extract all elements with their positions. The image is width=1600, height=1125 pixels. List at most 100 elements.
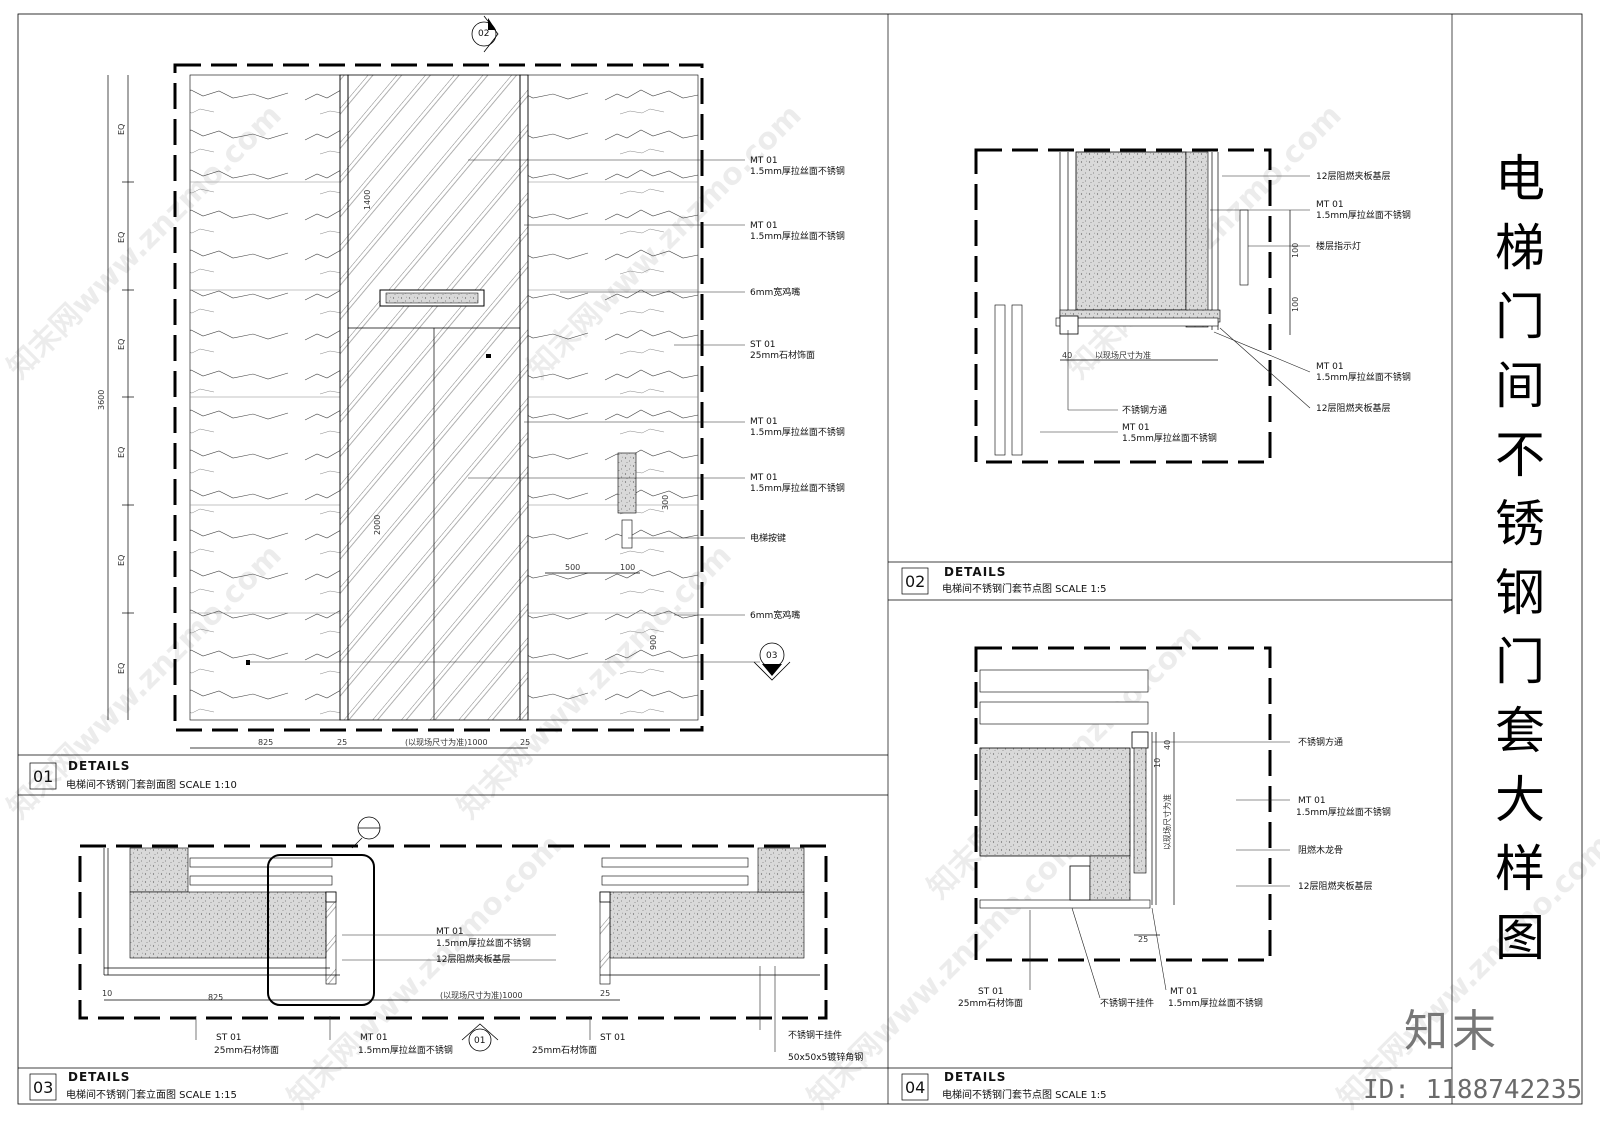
label-text: 1.5mm厚拉丝面不锈钢 (1296, 806, 1391, 818)
watermark: 知末网www.znzmo.com (281, 828, 569, 1116)
label-text: 电梯按键 (750, 532, 786, 544)
panel-subtitle: 电梯间不锈钢门套立面图 SCALE 1:15 (66, 1088, 237, 1101)
watermark: 知末网www.znzmo.com (1331, 828, 1600, 1116)
label-text: 1.5mm厚拉丝面不锈钢 (1316, 209, 1411, 221)
label-code: ST 01 (750, 340, 776, 350)
height-2000-dimension: 2000 (373, 515, 382, 535)
title-char: 套 (1495, 702, 1545, 760)
panel-number: 01 (33, 767, 53, 786)
height-300-dimension: 300 (661, 495, 670, 510)
label-text: 1.5mm厚拉丝面不锈钢 (358, 1044, 453, 1056)
label-text: 25mm石材饰面 (958, 997, 1023, 1009)
eq-dimension: EQ (117, 232, 126, 243)
label-text: 12层阻燃夹板基层 (1298, 880, 1372, 892)
label-text: 1.5mm厚拉丝面不锈钢 (1168, 997, 1263, 1009)
total-height-dimension: 3600 (97, 390, 106, 410)
panel-subtitle: 电梯间不锈钢门套剖面图 SCALE 1:10 (66, 778, 237, 791)
panel-01-labels: MT 01 1.5mm厚拉丝面不锈钢 MT 01 1.5mm厚拉丝面不锈钢 6m… (468, 156, 845, 621)
panel-01-section: EQ EQ EQ EQ EQ EQ 3600 1400 2000 900 300… (29, 15, 845, 791)
label-text: 25mm石材饰面 (532, 1044, 597, 1056)
drawing-title: 电 梯 门 间 不 锈 钢 门 套 大 样 图 (1495, 150, 1545, 967)
details-heading: DETAILS (944, 565, 1006, 579)
dimension-10: 10 (1153, 758, 1162, 768)
label-text: 1.5mm厚拉丝面不锈钢 (1316, 371, 1411, 383)
label-code: ST 01 (600, 1033, 626, 1043)
label-text: 50x50x5镀锌角钢 (788, 1051, 863, 1063)
label-text: 楼层指示灯 (1316, 240, 1361, 252)
details-heading: DETAILS (68, 1070, 130, 1084)
label-code: MT 01 (436, 927, 464, 937)
title-char: 钢 (1495, 564, 1545, 622)
opening-dimension: (以现场尺寸为准)1000 (405, 737, 488, 747)
eq-dimension: EQ (117, 124, 126, 135)
height-1400-dimension: 1400 (363, 190, 372, 210)
label-text: 25mm石材饰面 (214, 1044, 279, 1056)
label-code: MT 01 (1298, 796, 1326, 806)
label-text: 阻燃木龙骨 (1298, 844, 1343, 856)
opening-dimension: (以现场尺寸为准)1000 (440, 990, 523, 1000)
label-text: 不锈钢方通 (1122, 404, 1167, 416)
field-dimension-note: 以现场尺寸为准 (1095, 350, 1151, 360)
label-text: 1.5mm厚拉丝面不锈钢 (436, 937, 531, 949)
width-100-dimension: 100 (620, 563, 635, 572)
title-char: 锈 (1495, 495, 1545, 553)
title-char: 间 (1495, 357, 1545, 415)
label-text: 1.5mm厚拉丝面不锈钢 (750, 165, 845, 177)
label-code: ST 01 (978, 987, 1004, 997)
label-text: 1.5mm厚拉丝面不锈钢 (750, 426, 845, 438)
height-900-dimension: 900 (649, 635, 658, 650)
label-text: 不锈钢方通 (1298, 736, 1343, 748)
title-char: 样 (1495, 840, 1545, 898)
image-id: ID: 1188742235 (1363, 1075, 1582, 1105)
title-char: 不 (1495, 426, 1545, 484)
label-code: MT 01 (1170, 987, 1198, 997)
title-char: 梯 (1495, 219, 1545, 277)
label-text: 不锈钢干挂件 (788, 1029, 842, 1041)
title-char: 大 (1495, 771, 1545, 829)
width-825-dimension: 825 (208, 993, 223, 1002)
dimension-40: 40 (1163, 740, 1172, 750)
title-char: 门 (1495, 288, 1545, 346)
eq-dimension: EQ (117, 339, 126, 350)
gap-25-dimension: 25 (337, 738, 347, 747)
panel-04-labels: 不锈钢方通 MT 01 1.5mm厚拉丝面不锈钢 阻燃木龙骨 12层阻燃夹板基层… (958, 736, 1391, 1009)
title-char: 图 (1495, 909, 1545, 967)
panel-02-labels: 12层阻燃夹板基层 MT 01 1.5mm厚拉丝面不锈钢 楼层指示灯 MT 01… (1040, 170, 1411, 444)
dimension-40: 40 (1062, 351, 1072, 360)
label-code: MT 01 (750, 156, 778, 166)
label-code: ST 01 (216, 1033, 242, 1043)
section-marker-02: 02 (478, 29, 489, 39)
panel-03-elevation: 01 825 (以现场尺寸为准)1000 10 25 MT 01 1.5mm厚拉… (29, 816, 863, 1101)
title-char: 电 (1495, 150, 1545, 208)
label-text: 1.5mm厚拉丝面不锈钢 (750, 230, 845, 242)
panel-number: 02 (905, 572, 925, 591)
label-text: 1.5mm厚拉丝面不锈钢 (750, 482, 845, 494)
label-text: 25mm石材饰面 (750, 349, 815, 361)
brand-logo-text: 知末 (1404, 1006, 1500, 1057)
dimension-100: 100 (1291, 243, 1300, 258)
label-text: 6mm宽鸡嘴 (750, 286, 800, 298)
label-code: MT 01 (750, 473, 778, 483)
title-char: 门 (1495, 633, 1545, 691)
field-dimension-note: 以现场尺寸为准 (1162, 794, 1172, 850)
label-text: 12层阻燃夹板基层 (436, 953, 510, 965)
sheet-frame (17, 13, 1583, 1105)
dimension-100: 100 (1291, 297, 1300, 312)
label-code: MT 01 (1316, 200, 1344, 210)
label-code: MT 01 (1122, 423, 1150, 433)
panel-03-labels: MT 01 1.5mm厚拉丝面不锈钢 12层阻燃夹板基层 ST 01 25mm石… (195, 927, 863, 1063)
dimension-25: 25 (1138, 935, 1148, 944)
label-code: MT 01 (1316, 362, 1344, 372)
eq-dimension: EQ (117, 663, 126, 674)
label-code: MT 01 (750, 417, 778, 427)
eq-dimension: EQ (117, 555, 126, 566)
dimension-10: 10 (102, 989, 112, 998)
label-code: MT 01 (750, 221, 778, 231)
panel-subtitle: 电梯间不锈钢门套节点图 SCALE 1:5 (942, 1088, 1107, 1101)
label-text: 不锈钢干挂件 (1100, 997, 1154, 1009)
panel-02-node: 以现场尺寸为准 40 100 100 12层阻燃夹板基层 MT 01 1.5mm… (901, 148, 1411, 595)
label-code: MT 01 (360, 1033, 388, 1043)
label-text: 12层阻燃夹板基层 (1316, 170, 1390, 182)
panel-subtitle: 电梯间不锈钢门套节点图 SCALE 1:5 (942, 582, 1107, 595)
